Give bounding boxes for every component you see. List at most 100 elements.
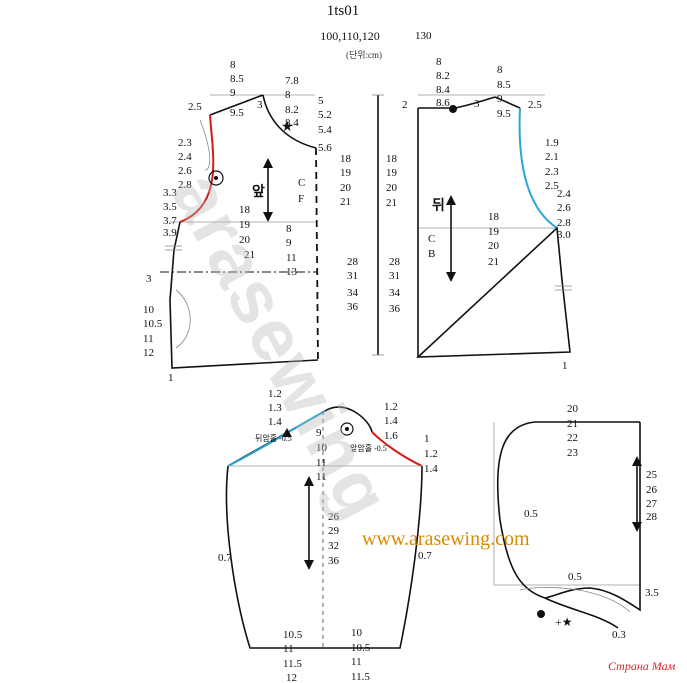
collar-height: 25 — [646, 469, 658, 481]
units-label: (단위:cm) — [346, 50, 382, 60]
upper-cf-length: 21 — [340, 196, 351, 208]
front-shoulder-slope: 5.2 — [318, 109, 332, 121]
back-armhole-depth: 18 — [488, 211, 500, 223]
back-cap-marker — [282, 428, 292, 437]
back-label: 뒤 — [432, 198, 445, 214]
sleeve-length: 29 — [328, 525, 340, 537]
watermark: arasewing — [156, 159, 408, 533]
extra-size: 130 — [415, 30, 432, 42]
back-armhole-lower: 2.4 — [557, 188, 571, 200]
svg-text:Страна Мам: Страна Мам — [608, 659, 676, 673]
back-armhole-lower: 2.8 — [557, 217, 571, 229]
collar-height: 27 — [646, 498, 658, 510]
collar-hem-offset: 0.3 — [612, 629, 626, 641]
back-neck-dot — [449, 105, 457, 113]
front-neck-drop-top: 3 — [257, 99, 263, 111]
front-total-length: 34 — [347, 287, 359, 299]
back-neck-width: 9.5 — [497, 108, 511, 120]
sleeve-cap-right-top: 1.2 — [384, 401, 398, 413]
front-pocket: 11 — [143, 333, 154, 345]
sleeve-taper-right: 0.7 — [418, 550, 432, 562]
front-bodice: ★ 앞 C F 2.5 8 8.5 9 9.5 3 7.8 8 8.2 8.4 … — [143, 59, 332, 384]
front-total-length: 31 — [347, 270, 358, 282]
front-armhole-depth: 18 — [239, 204, 251, 216]
back-neck-width: 8 — [497, 64, 503, 76]
back-neck-width: 9 — [497, 93, 503, 105]
front-armhole-width: 2.6 — [178, 165, 192, 177]
collar-star: +★ — [555, 615, 573, 629]
upper-cf-length: 20 — [340, 182, 352, 194]
sleeve-cap-left: 1.2 — [268, 388, 282, 400]
front-armhole-lower: 3.9 — [163, 227, 177, 239]
sleeve-cuff-right: 11.5 — [351, 671, 370, 683]
back-neck-width: 8.5 — [497, 79, 511, 91]
front-armhole-curve — [179, 114, 215, 223]
size-list: 100,110,120 — [320, 29, 380, 43]
front-lower-cf: 11 — [286, 252, 297, 264]
sleeve-cap-center: 9 — [316, 427, 322, 439]
collar-height: 28 — [646, 511, 658, 523]
back-armhole-depth: 20 — [488, 240, 500, 252]
front-shoulder-left: 2.5 — [188, 101, 202, 113]
upper-mid-length: 20 — [386, 182, 398, 194]
sleeve-cap-right: 1.4 — [424, 463, 438, 475]
front-lower-cf: 8 — [286, 223, 292, 235]
center-total-length: 34 — [389, 287, 401, 299]
sleeve-cap-right-top: 1.6 — [384, 430, 398, 442]
sleeve-cuff-right: 10.5 — [351, 642, 371, 654]
sleeve-cap-right: 1.2 — [424, 448, 438, 460]
front-neck-drop: 7.8 — [285, 75, 299, 87]
sleeve-back-cap — [227, 410, 326, 467]
center-total-length: 28 — [389, 256, 401, 268]
front-armhole-depth: 19 — [239, 219, 251, 231]
back-armhole-lower: 2.6 — [557, 202, 571, 214]
front-armhole-width: 2.4 — [178, 151, 192, 163]
front-armhole-width: 2.8 — [178, 179, 192, 191]
front-neck-drop: 8.2 — [285, 104, 299, 116]
front-total-length: 28 — [347, 256, 359, 268]
upper-cf-length: 19 — [340, 167, 352, 179]
back-cb-1: C — [428, 233, 435, 245]
front-neck-w: 9.5 — [230, 107, 244, 119]
front-neck-drop: 8 — [285, 89, 291, 101]
back-neck-height: 8.2 — [436, 70, 450, 82]
sleeve-cuff-right: 10 — [351, 627, 363, 639]
front-armhole-width: 2.3 — [178, 137, 192, 149]
collar-dot — [537, 610, 545, 618]
front-armhole-note: 앞암홀 -0.5 — [350, 443, 387, 453]
sleeve-cap-right-top: 1.4 — [384, 415, 398, 427]
collar-curve-offset: 0.5 — [524, 508, 538, 520]
front-armhole-lower: 3.5 — [163, 201, 177, 213]
front-pocket: 10 — [143, 304, 155, 316]
sleeve-cap-center: 10 — [316, 442, 328, 454]
back-armhole-width: 2.1 — [545, 151, 559, 163]
front-pocket: 12 — [143, 347, 154, 359]
collar-width: 21 — [567, 418, 578, 430]
website-link[interactable]: www.arasewing.com — [362, 528, 530, 550]
star-marker: ★ — [281, 120, 294, 135]
front-cf-1: C — [298, 177, 305, 189]
sleeve-taper-left: 0.7 — [218, 552, 232, 564]
back-armhole-curve — [518, 107, 558, 229]
pattern-title: 1ts01 — [327, 3, 360, 19]
front-armhole-depth: 21 — [244, 249, 255, 261]
back-armhole-lower: 3.0 — [557, 229, 571, 241]
front-neck-drop: 8.4 — [285, 117, 299, 129]
sleeve-cap-center: 11 — [316, 471, 327, 483]
sleeve-front-cap — [371, 431, 423, 467]
front-hem: 1 — [168, 372, 174, 384]
back-neck-left: 2 — [402, 99, 408, 111]
center-total-length: 36 — [389, 303, 401, 315]
front-label: 앞 — [252, 184, 265, 200]
collar-width: 20 — [567, 403, 579, 415]
front-armhole-lower: 3.7 — [163, 215, 177, 227]
back-bodice: 뒤 C B 2 8 8.2 8.4 8.6 3 8 8.5 9 9.5 2.5 … — [402, 56, 572, 372]
back-armhole-note: 뒤암홀 -0.5 — [255, 433, 292, 443]
sleeve-cuff-left: 11 — [283, 643, 294, 655]
back-shoulder-right: 2.5 — [528, 99, 542, 111]
sleeve-length: 26 — [328, 511, 340, 523]
front-neck-w: 9 — [230, 87, 236, 99]
collar-width: 23 — [567, 447, 579, 459]
collar-height: 26 — [646, 484, 658, 496]
